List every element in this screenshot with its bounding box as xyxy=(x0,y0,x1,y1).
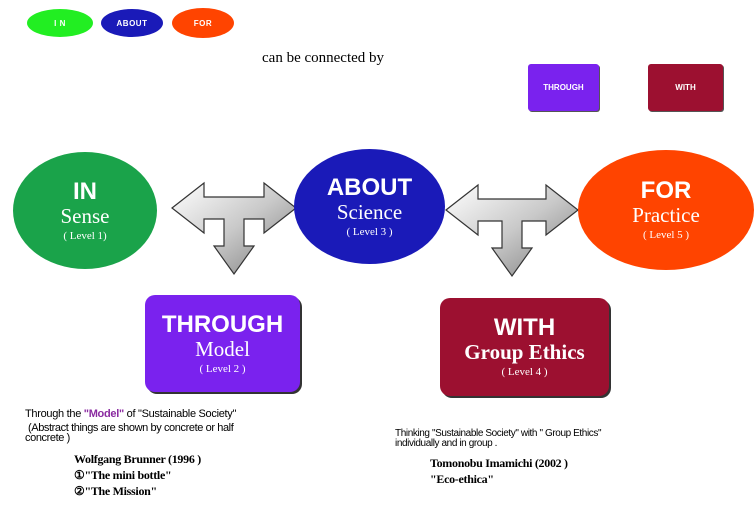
node-about-subtitle: Science xyxy=(336,199,403,224)
through-note-line1: Through the "Model" of "Sustainable Soci… xyxy=(25,409,236,420)
node-through-level: ( Level 2 ) xyxy=(199,362,246,375)
legend-about: ABOUT xyxy=(101,9,163,37)
through-ref-item1: ①"The mini bottle" xyxy=(74,468,172,482)
node-in-title: IN xyxy=(73,177,97,205)
node-through: THROUGH Model ( Level 2 ) xyxy=(145,295,300,392)
through-note-highlight: "Model" xyxy=(83,408,124,420)
node-through-title: THROUGH xyxy=(161,310,284,338)
node-for-level: ( Level 5 ) xyxy=(642,229,690,241)
node-with-subtitle: Group Ethics xyxy=(464,340,585,364)
node-with: WITH Group Ethics ( Level 4 ) xyxy=(440,298,609,396)
through-ref-author: Wolfgang Brunner (1996 ) xyxy=(74,452,201,466)
node-through-subtitle: Model xyxy=(195,336,250,361)
legend-about-label: ABOUT xyxy=(116,18,148,28)
through-note-line3: concrete ) xyxy=(25,432,70,444)
node-about: ABOUT Science ( Level 3 ) xyxy=(294,149,445,264)
node-about-title: ABOUT xyxy=(326,173,413,201)
through-note-post: of "Sustainable Society" xyxy=(123,408,237,420)
node-with-level: ( Level 4 ) xyxy=(501,366,548,378)
legend-with-label: WITH xyxy=(675,83,696,92)
node-with-title: WITH xyxy=(493,314,556,341)
with-ref-item1: "Eco-ethica" xyxy=(430,472,494,486)
node-for-title: FOR xyxy=(640,177,692,204)
legend-through: THROUGH xyxy=(528,64,599,111)
legend-for-label: FOR xyxy=(193,18,213,28)
legend-in: I N xyxy=(27,9,93,37)
node-in-subtitle: Sense xyxy=(60,203,110,228)
arrow-in-about xyxy=(171,181,297,276)
with-note-line1: Thinking "Sustainable Society" with " Gr… xyxy=(395,428,602,439)
legend-with: WITH xyxy=(648,64,723,111)
node-in: IN Sense ( Level 1) xyxy=(13,152,157,269)
node-for: FOR Practice ( Level 5 ) xyxy=(578,150,754,270)
legend-for: FOR xyxy=(172,8,234,38)
through-note-line2: (Abstract things are shown by concrete o… xyxy=(28,422,234,434)
through-ref-item2: ②"The Mission" xyxy=(74,484,157,498)
with-note-line2: individually and in group . xyxy=(395,438,498,449)
node-about-level: ( Level 3 ) xyxy=(346,225,393,238)
legend-in-label: I N xyxy=(54,18,66,28)
node-for-subtitle: Practice xyxy=(632,203,700,227)
node-in-level: ( Level 1) xyxy=(63,229,107,242)
arrow-about-for xyxy=(445,183,579,278)
connector-text: can be connected by xyxy=(262,50,385,66)
through-note-pre: Through the xyxy=(25,408,84,420)
with-ref-author: Tomonobu Imamichi (2002 ) xyxy=(430,456,568,470)
legend-through-label: THROUGH xyxy=(543,83,584,92)
